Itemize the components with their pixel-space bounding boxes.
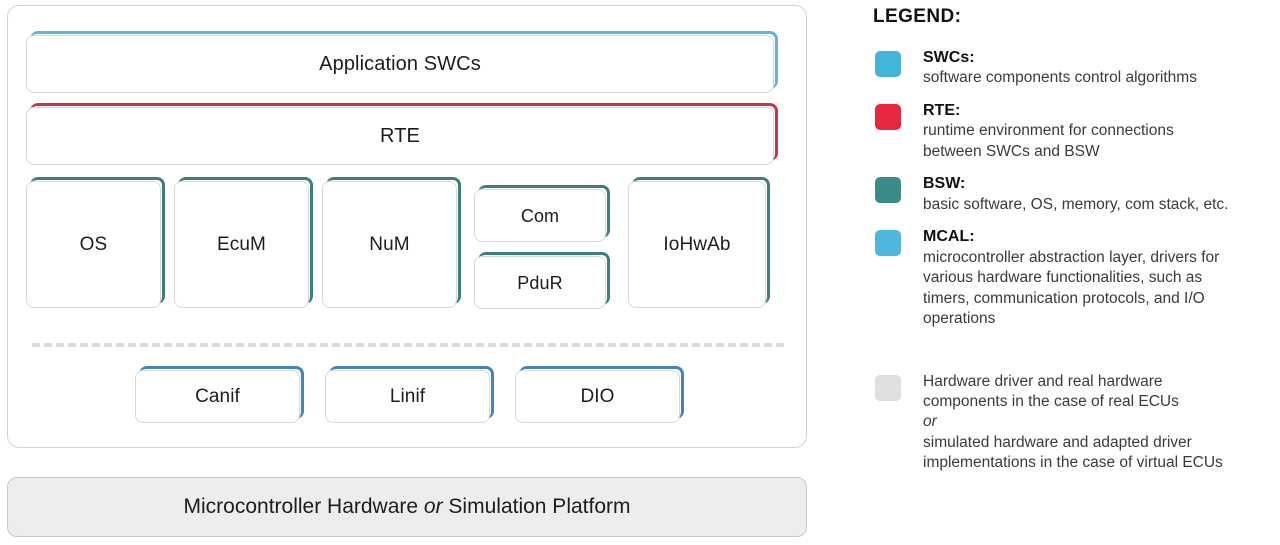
legend-text: RTE: runtime environment for connections b…	[923, 101, 1280, 162]
legend-term: RTE:	[923, 101, 961, 119]
bsw-label: Com	[520, 205, 560, 226]
legend-description: Hardware driver and real hardware compone…	[923, 372, 1280, 474]
legend-term: BSW:	[923, 175, 966, 193]
bsw-label: NuM	[369, 234, 410, 255]
legend-list: SWCs: software components control algorit…	[866, 48, 1280, 486]
hardware-text-italic: or	[423, 495, 443, 518]
hardware-platform-label: Microcontroller Hardware or Simulation P…	[184, 495, 631, 519]
legend-item: BSW: basic software, OS, memory, com stac…	[866, 174, 1280, 215]
mcal-box-linif[interactable]: Linif	[325, 366, 494, 423]
layer-label: RTE	[380, 125, 420, 147]
legend-description-line: timers, communication protocols, and I/O	[923, 289, 1205, 307]
legend-description: runtime environment for connections betwe…	[923, 121, 1280, 162]
diagram-pane: Application SWCs RTE OS EcuM	[7, 5, 807, 537]
legend-term: MCAL:	[923, 228, 975, 246]
mcal-card: Canif	[135, 370, 300, 423]
layer-box-rte[interactable]: RTE	[26, 103, 778, 165]
mcal-card: DIO	[515, 370, 680, 423]
legend-description-line: microcontroller abstraction layer, drive…	[923, 248, 1220, 266]
legend-description-line: various hardware functionalities, such a…	[923, 269, 1203, 287]
legend-description-line: or	[923, 413, 937, 431]
mcal-label: Canif	[195, 386, 240, 407]
legend-swatch	[875, 51, 901, 77]
mcal-label: DIO	[580, 386, 615, 407]
legend-swatch	[875, 374, 901, 401]
bsw-card: PduR	[474, 256, 606, 309]
bsw-box-pdur[interactable]: PduR	[474, 252, 610, 309]
hardware-text-before: Microcontroller Hardware	[183, 495, 424, 518]
legend-item: RTE: runtime environment for connections b…	[866, 101, 1280, 162]
legend-pane: LEGEND: SWCs: software components control…	[866, 0, 1280, 545]
layer-box-application-swcs[interactable]: Application SWCs	[26, 31, 778, 93]
mcal-box-dio[interactable]: DIO	[515, 366, 684, 423]
legend-item: MCAL: microcontroller abstraction layer, …	[866, 227, 1280, 329]
legend-description: microcontroller abstraction layer, drive…	[923, 248, 1280, 330]
legend-text: SWCs: software components control algorit…	[923, 48, 1280, 89]
layer-card: RTE	[26, 107, 774, 165]
bsw-card: OS	[26, 181, 161, 308]
bsw-card: EcuM	[174, 181, 309, 308]
legend-title: LEGEND:	[873, 6, 962, 27]
bsw-card: Com	[474, 189, 606, 242]
legend-description-line: software components control algorithms	[923, 69, 1197, 87]
bsw-label: EcuM	[217, 234, 266, 255]
bsw-label: PduR	[517, 272, 563, 293]
legend-description-line: between SWCs and BSW	[923, 142, 1100, 160]
bsw-box-com[interactable]: Com	[474, 185, 610, 242]
legend-text: BSW: basic software, OS, memory, com stac…	[923, 174, 1280, 215]
legend-swatch	[875, 103, 901, 130]
bsw-card: IoHwAb	[628, 181, 766, 308]
bsw-box-os[interactable]: OS	[26, 177, 165, 308]
bsw-box-num[interactable]: NuM	[322, 177, 461, 308]
mcal-card: Linif	[325, 370, 490, 423]
hardware-platform-bar[interactable]: Microcontroller Hardware or Simulation P…	[7, 477, 807, 537]
hardware-text-after: Simulation Platform	[442, 495, 631, 518]
legend-description-line: runtime environment for connections	[923, 122, 1174, 140]
legend-description: basic software, OS, memory, com stack, e…	[923, 195, 1280, 215]
legend-description-line: basic software, OS, memory, com stack, e…	[923, 195, 1229, 213]
legend-description-line: operations	[923, 310, 996, 328]
ecu-software-container: Application SWCs RTE OS EcuM	[7, 5, 807, 448]
legend-item: Hardware driver and real hardware compone…	[866, 372, 1280, 474]
mcal-box-canif[interactable]: Canif	[135, 366, 304, 423]
legend-text: MCAL: microcontroller abstraction layer, …	[923, 227, 1280, 329]
legend-swatch	[875, 177, 901, 204]
bsw-card: NuM	[322, 181, 457, 308]
layer-label: Application SWCs	[319, 53, 481, 75]
legend-description-line: components in the case of real ECUs	[923, 392, 1179, 410]
bsw-box-iohwab[interactable]: IoHwAb	[628, 177, 770, 308]
legend-term: SWCs:	[923, 49, 975, 66]
legend-item: SWCs: software components control algorit…	[866, 48, 1280, 89]
bsw-mcal-divider	[32, 343, 784, 347]
legend-description-line: simulated hardware and adapted driver	[923, 433, 1192, 451]
legend-swatch	[875, 230, 901, 257]
bsw-label: OS	[79, 234, 108, 255]
legend-description-line: implementations in the case of virtual E…	[923, 454, 1223, 472]
bsw-label: IoHwAb	[663, 234, 731, 255]
layer-card: Application SWCs	[26, 35, 774, 93]
legend-description-line: Hardware driver and real hardware	[923, 372, 1163, 390]
mcal-label: Linif	[389, 386, 426, 407]
legend-description: software components control algorithms	[923, 68, 1280, 88]
bsw-box-ecum[interactable]: EcuM	[174, 177, 313, 308]
legend-text: Hardware driver and real hardware compone…	[923, 372, 1280, 474]
